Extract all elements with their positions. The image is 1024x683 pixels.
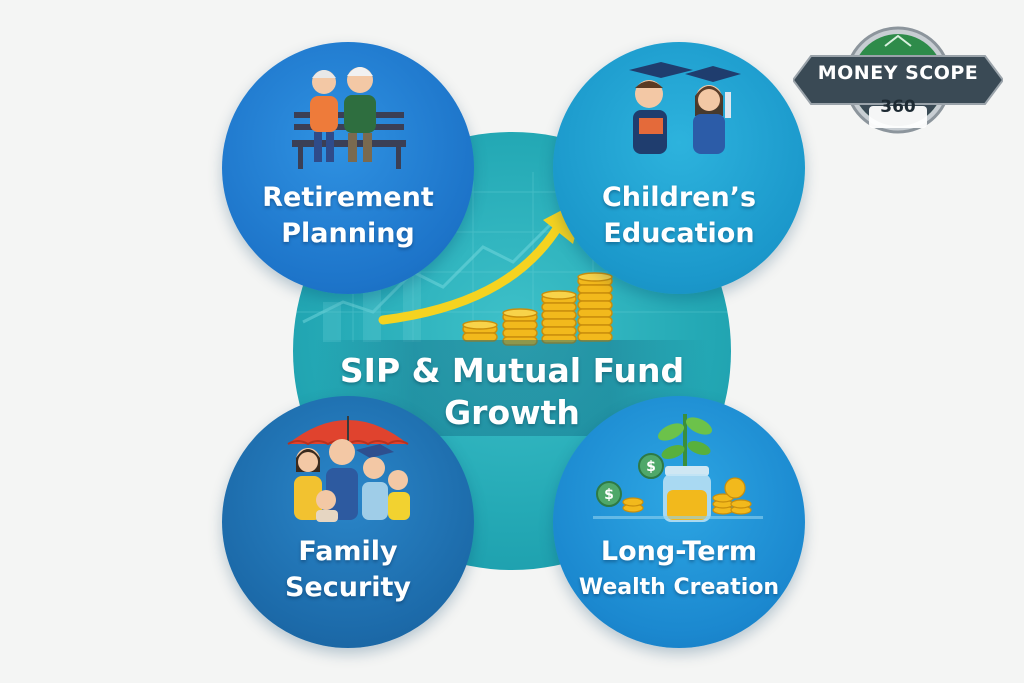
family-umbrella-icon [287, 416, 410, 522]
goal-retirement-planning: Retirement Planning [222, 42, 474, 294]
goal-education-line2: Education [603, 218, 755, 249]
goal-wealth-label: Long-Term Wealth Creation [553, 534, 805, 606]
goal-long-term-wealth-creation: $ $ Long-Term Wealth Creation [553, 396, 805, 648]
center-title-line1: SIP & Mutual Fund [339, 351, 685, 390]
dollar-coin-icon: $ [646, 459, 656, 475]
goal-wealth-line2: Wealth Creation [578, 575, 780, 600]
center-title: SIP & Mutual Fund Growth [293, 350, 731, 434]
logo-number-text: 360 [880, 97, 916, 117]
goal-family-line1: Family [298, 536, 398, 567]
growth-arrow-icon [378, 222, 563, 325]
goal-retirement-line1: Retirement [262, 182, 434, 213]
goal-family-line2: Security [284, 572, 412, 603]
coin-stacks-icon [462, 272, 613, 346]
elderly-couple-icon [292, 67, 406, 169]
logo-main-text: MONEY SCOPE [817, 62, 979, 84]
money-scope-logo: MONEY SCOPE 360 [791, 22, 1005, 140]
goal-wealth-line1: Long-Term [600, 536, 758, 567]
center-title-line2: Growth [444, 393, 580, 432]
logo-badge-icon [791, 26, 1005, 134]
dollar-coin-icon-2: $ [604, 487, 614, 503]
goal-retirement-line2: Planning [281, 218, 415, 249]
money-plant-jar-icon: $ $ [593, 414, 763, 522]
goal-retirement-label: Retirement Planning [222, 180, 474, 252]
goal-childrens-education: Children’s Education [553, 42, 805, 294]
graduates-icon [629, 62, 741, 154]
goal-family-label: Family Security [222, 534, 474, 606]
goal-education-label: Children’s Education [553, 180, 805, 252]
goal-family-security: Family Security [222, 396, 474, 648]
goal-education-line1: Children’s [601, 182, 757, 213]
